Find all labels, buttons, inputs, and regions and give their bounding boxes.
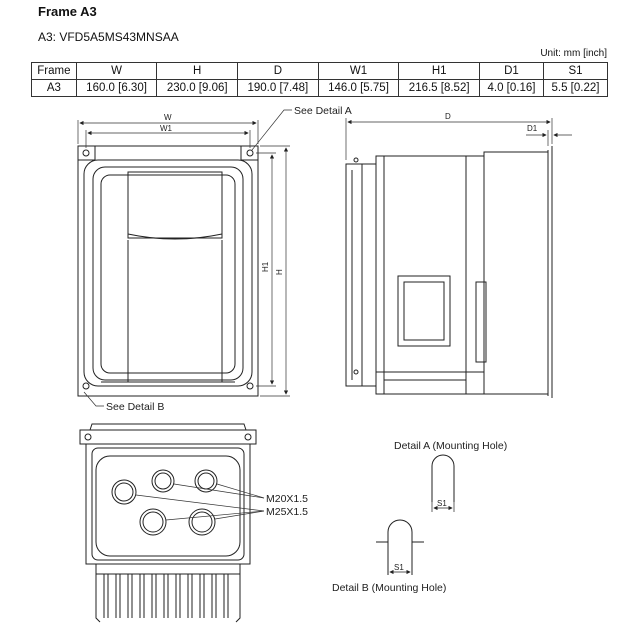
table-cell: 190.0 [7.48] [237, 79, 319, 97]
conduit-hole-m25-3 [188, 508, 216, 536]
label-h: H [275, 269, 284, 275]
bottom-flange [79, 429, 257, 445]
conduit-label-m20: M20X1.5 [266, 493, 308, 505]
detail-a-hole [431, 454, 455, 512]
mount-hole-bottom-right [246, 382, 254, 390]
side-label-window [397, 275, 451, 347]
housing-mid [92, 166, 244, 381]
label-h1: H1 [261, 261, 270, 272]
conduit-label-m25: M25X1.5 [266, 506, 308, 518]
side-heatsink [483, 151, 549, 395]
detail-a-s1: S1 [437, 499, 447, 508]
flange-ear-top-right [240, 146, 259, 161]
heatsink-fins [95, 563, 241, 623]
conduit-hole-m25-1 [111, 479, 137, 505]
table-cell: 160.0 [6.30] [75, 79, 158, 97]
keypad-curve [127, 233, 223, 240]
side-view [345, 146, 553, 398]
frame-title: Frame A3 [38, 4, 97, 19]
bottom-body [85, 443, 251, 565]
side-slot [475, 281, 487, 363]
callout-leaders [83, 109, 292, 407]
housing-inner [100, 174, 236, 374]
table-cell: 216.5 [8.52] [398, 79, 480, 97]
label-d: D [445, 112, 451, 121]
dimension-table: Frame W H D W1 H1 D1 S1 A3 160.0 [6.30] … [31, 62, 609, 97]
unit-note: Unit: mm [inch] [540, 48, 607, 59]
detail-b-s1: S1 [394, 563, 404, 572]
conduit-hole-m25-2 [139, 508, 167, 536]
mount-hole-top-left [82, 149, 90, 157]
flange-ear-top-left [77, 146, 96, 161]
conduit-hole-m20-2 [194, 469, 218, 493]
conduit-plate [95, 455, 241, 557]
table-row: A3 160.0 [6.30] 230.0 [9.06] 190.0 [7.48… [31, 79, 609, 97]
housing-outer [83, 159, 253, 387]
see-detail-a: See Detail A [294, 105, 352, 117]
bottom-view [79, 423, 257, 623]
table-cell: A3 [31, 79, 77, 97]
table-cell: 4.0 [0.16] [479, 79, 544, 97]
side-body [375, 155, 485, 395]
side-front-cover [345, 163, 377, 387]
front-view [77, 145, 259, 397]
conduit-leaders [135, 483, 265, 521]
conduit-hole-m20-1 [151, 469, 175, 493]
label-w1: W1 [160, 124, 173, 133]
keypad-window [127, 171, 223, 239]
detail-a-title: Detail A (Mounting Hole) [394, 440, 507, 452]
front-dimensions [77, 120, 290, 397]
side-dimensions [345, 118, 572, 160]
label-w: W [164, 113, 172, 122]
detail-b-hole [376, 519, 424, 575]
model-number: A3: VFD5A5MS43MNSAA [38, 30, 179, 44]
label-d1: D1 [527, 124, 538, 133]
mount-hole-bottom-left [82, 382, 90, 390]
detail-b-title: Detail B (Mounting Hole) [332, 582, 446, 594]
table-cell: 5.5 [0.22] [542, 79, 609, 97]
see-detail-b: See Detail B [106, 401, 164, 413]
front-flange [77, 145, 259, 397]
table-cell: 146.0 [5.75] [317, 79, 400, 97]
mount-hole-top-right [246, 149, 254, 157]
